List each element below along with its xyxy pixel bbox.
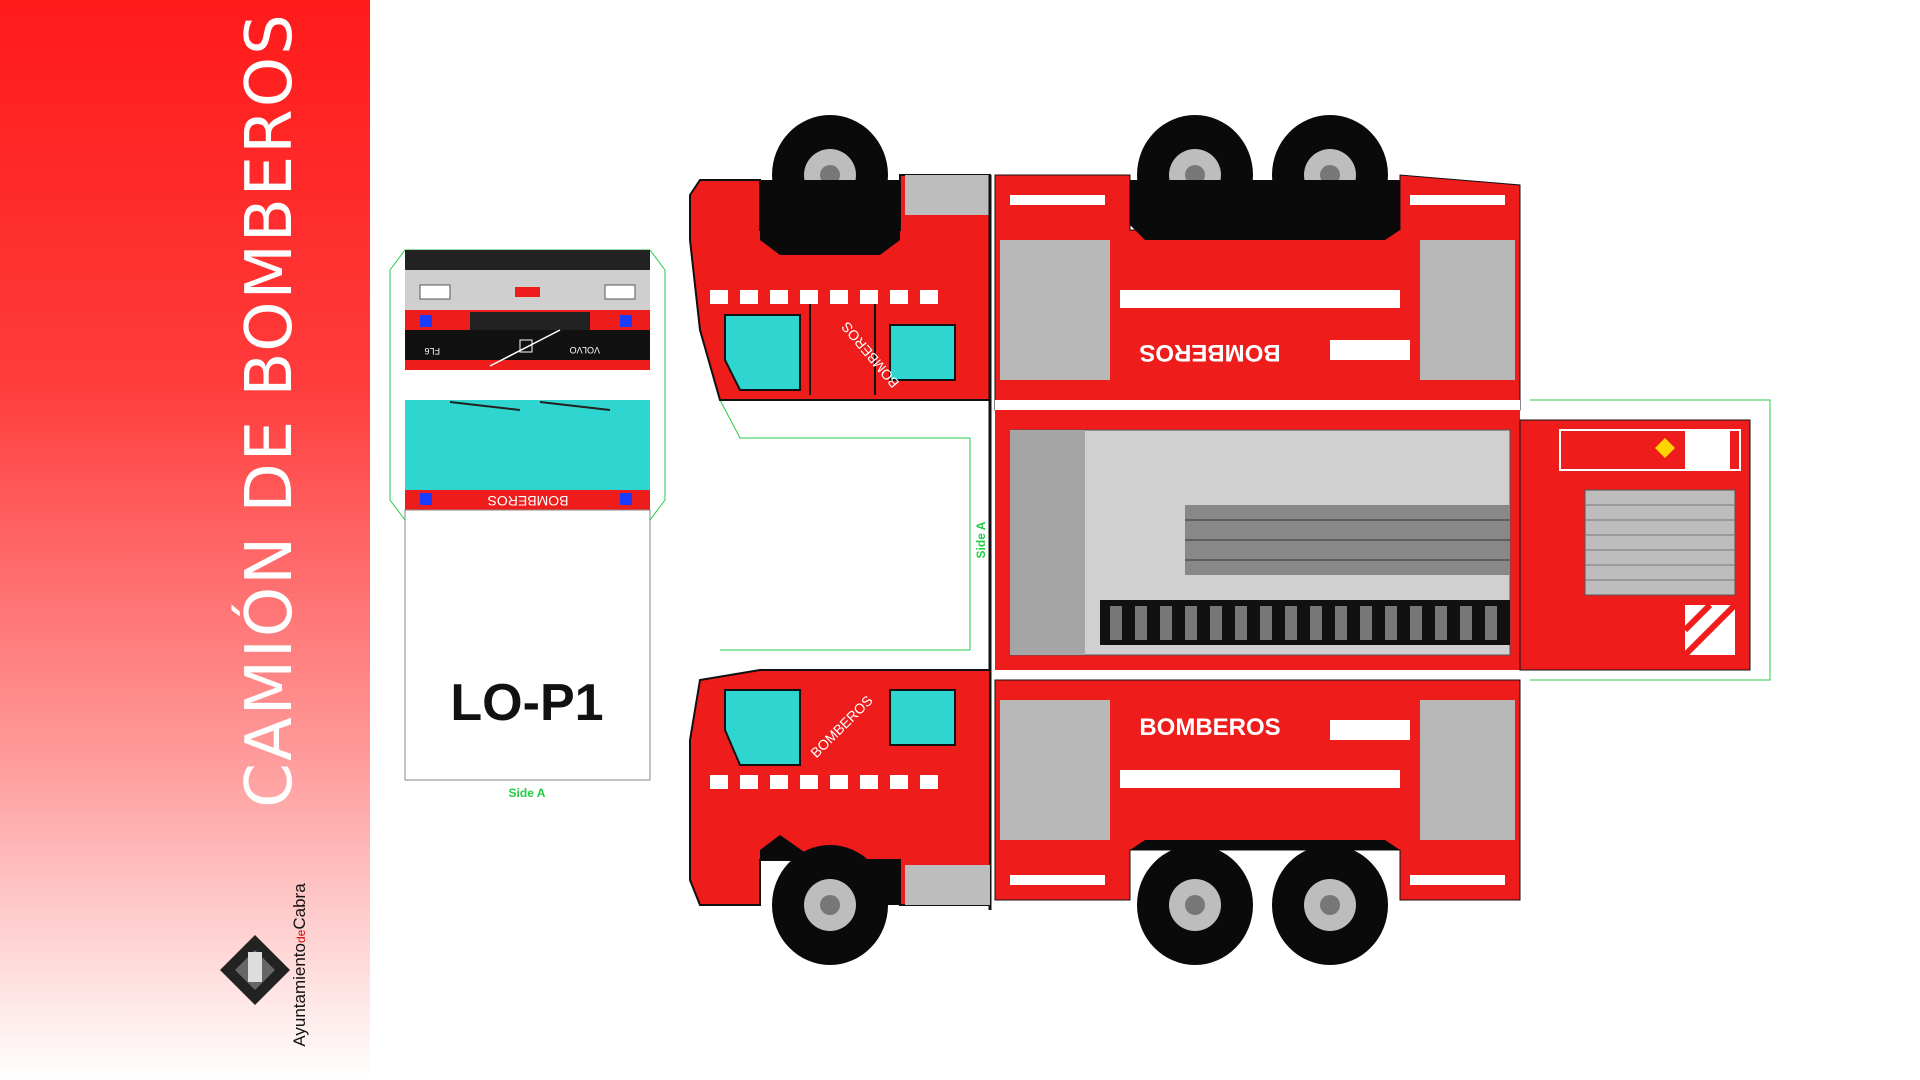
truck-side-bottom: BOMBEROS BOMBEROS [689, 669, 1521, 965]
top-body-label: BOMBEROS [1139, 339, 1280, 366]
title-sidebar: CAMIÓN DE BOMBEROS AyuntamientodeCabra [0, 0, 370, 1080]
middle-side-label: Side A [974, 521, 988, 558]
license-plate: LO-P1 [450, 674, 603, 732]
rear-panel [1519, 419, 1751, 671]
truck-roof [988, 175, 1520, 910]
front-side-label: Side A [509, 786, 546, 800]
front-model: FL6 [424, 346, 440, 356]
guide-tabs [719, 399, 1771, 681]
bottom-wheels [772, 845, 1388, 965]
bottom-body-label: BOMBEROS [1139, 714, 1280, 741]
truck-side-top: BOMBEROS BOMBEROS [689, 115, 1521, 411]
front-brand: VOLVO [570, 345, 600, 355]
front-body-label: BOMBEROS [488, 493, 569, 509]
front-panel: VOLVO FL6 BOMBEROS LO-P1 Side A [389, 249, 666, 800]
city-logo [220, 935, 290, 1005]
